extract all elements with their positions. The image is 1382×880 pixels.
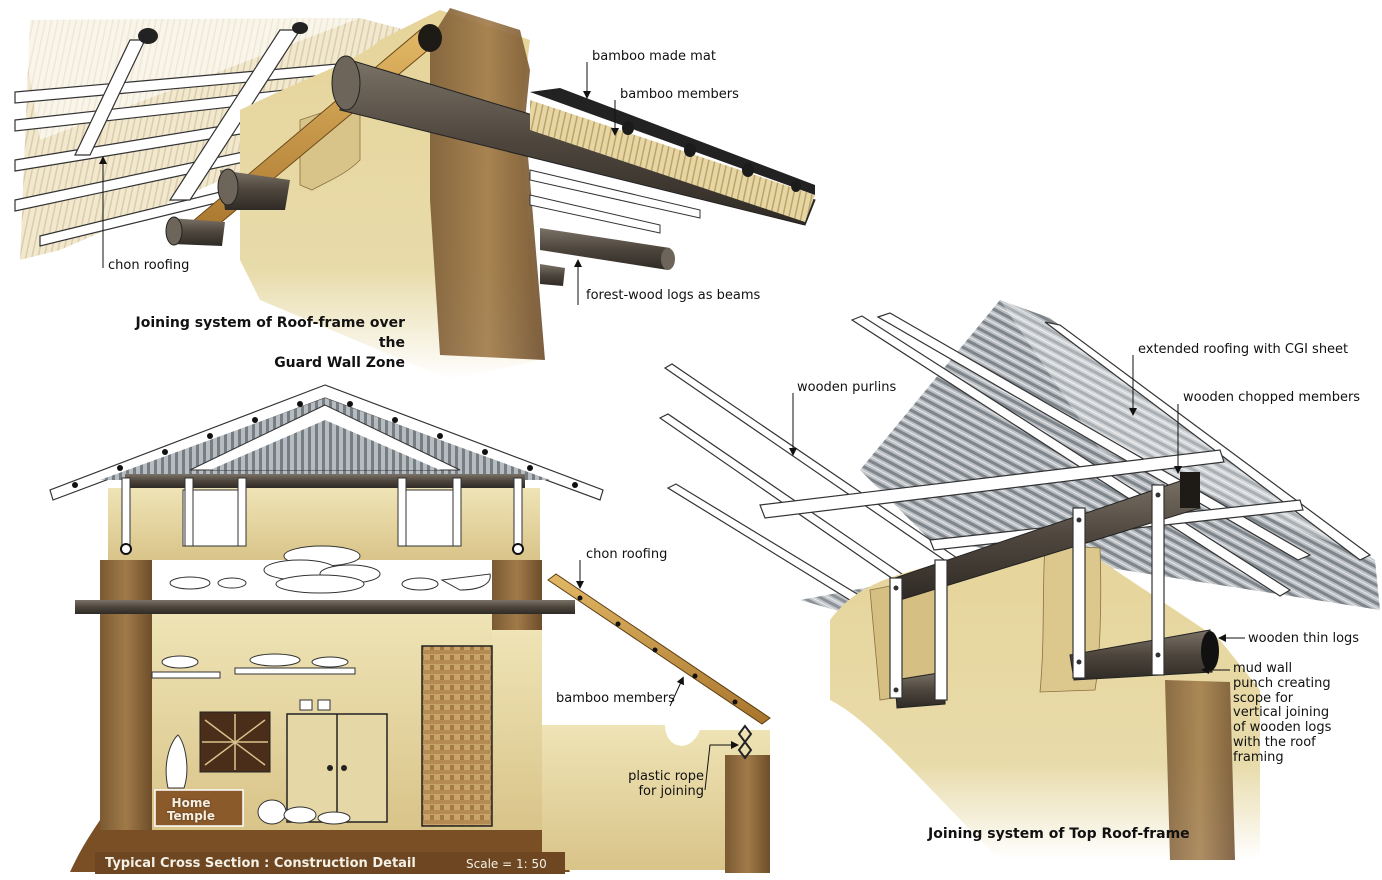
top-roof-title: Joining system of Top Roof-frame <box>928 826 1190 842</box>
home-temple-line-1: Home <box>171 796 211 810</box>
home-temple-line-2: Temple <box>166 809 216 823</box>
mud-wall-line-2: punch creating <box>1233 675 1331 691</box>
top-roof-detail <box>658 300 1380 860</box>
label-bamboo-members-top: bamboo members <box>620 87 739 102</box>
label-chon-roofing-section: chon roofing <box>586 547 668 562</box>
label-home-temple: Home Temple <box>160 797 222 823</box>
cross-section <box>49 384 771 874</box>
label-chon-roofing-top: chon roofing <box>108 258 190 273</box>
label-wooden-purlins: wooden purlins <box>797 380 897 395</box>
section-scale: Scale = 1: 50 <box>466 857 547 871</box>
guard-wall-detail <box>14 8 816 380</box>
label-bamboo-mat: bamboo made mat <box>592 49 716 64</box>
cross-section-leaders <box>576 560 739 791</box>
guard-wall-title: Joining system of Roof-frame over the Gu… <box>105 313 406 373</box>
guard-wall-title-line2: Guard Wall Zone <box>274 355 405 371</box>
guard-wall-leaders <box>99 62 619 305</box>
mud-wall-line-3: scope for <box>1233 690 1294 706</box>
mud-wall-line-6: with the roof <box>1233 734 1316 750</box>
label-extended-roofing: extended roofing with CGI sheet <box>1138 342 1349 357</box>
label-forest-logs: forest-wood logs as beams <box>586 288 761 303</box>
plastic-rope-line-2: for joining <box>638 784 704 799</box>
section-title: Typical Cross Section : Construction Det… <box>105 856 416 871</box>
plastic-rope-line-1: plastic rope <box>628 769 704 784</box>
label-wooden-chopped: wooden chopped members <box>1183 390 1361 405</box>
guard-wall-title-line1: Joining system of Roof-frame over the <box>135 315 406 351</box>
mud-wall-line-1: mud wall <box>1233 661 1293 676</box>
label-wooden-thin-logs: wooden thin logs <box>1248 631 1360 646</box>
mud-wall-line-4: vertical joining <box>1233 705 1330 721</box>
mud-wall-line-7: framing <box>1233 749 1284 765</box>
label-bamboo-members-section: bamboo members <box>556 691 675 706</box>
mud-wall-line-5: of wooden logs <box>1233 720 1332 736</box>
label-mud-wall-punch: mud wall punch creating scope for vertic… <box>1233 661 1332 766</box>
label-plastic-rope: plastic rope for joining <box>600 769 704 799</box>
top-roof-leaders <box>789 355 1245 674</box>
